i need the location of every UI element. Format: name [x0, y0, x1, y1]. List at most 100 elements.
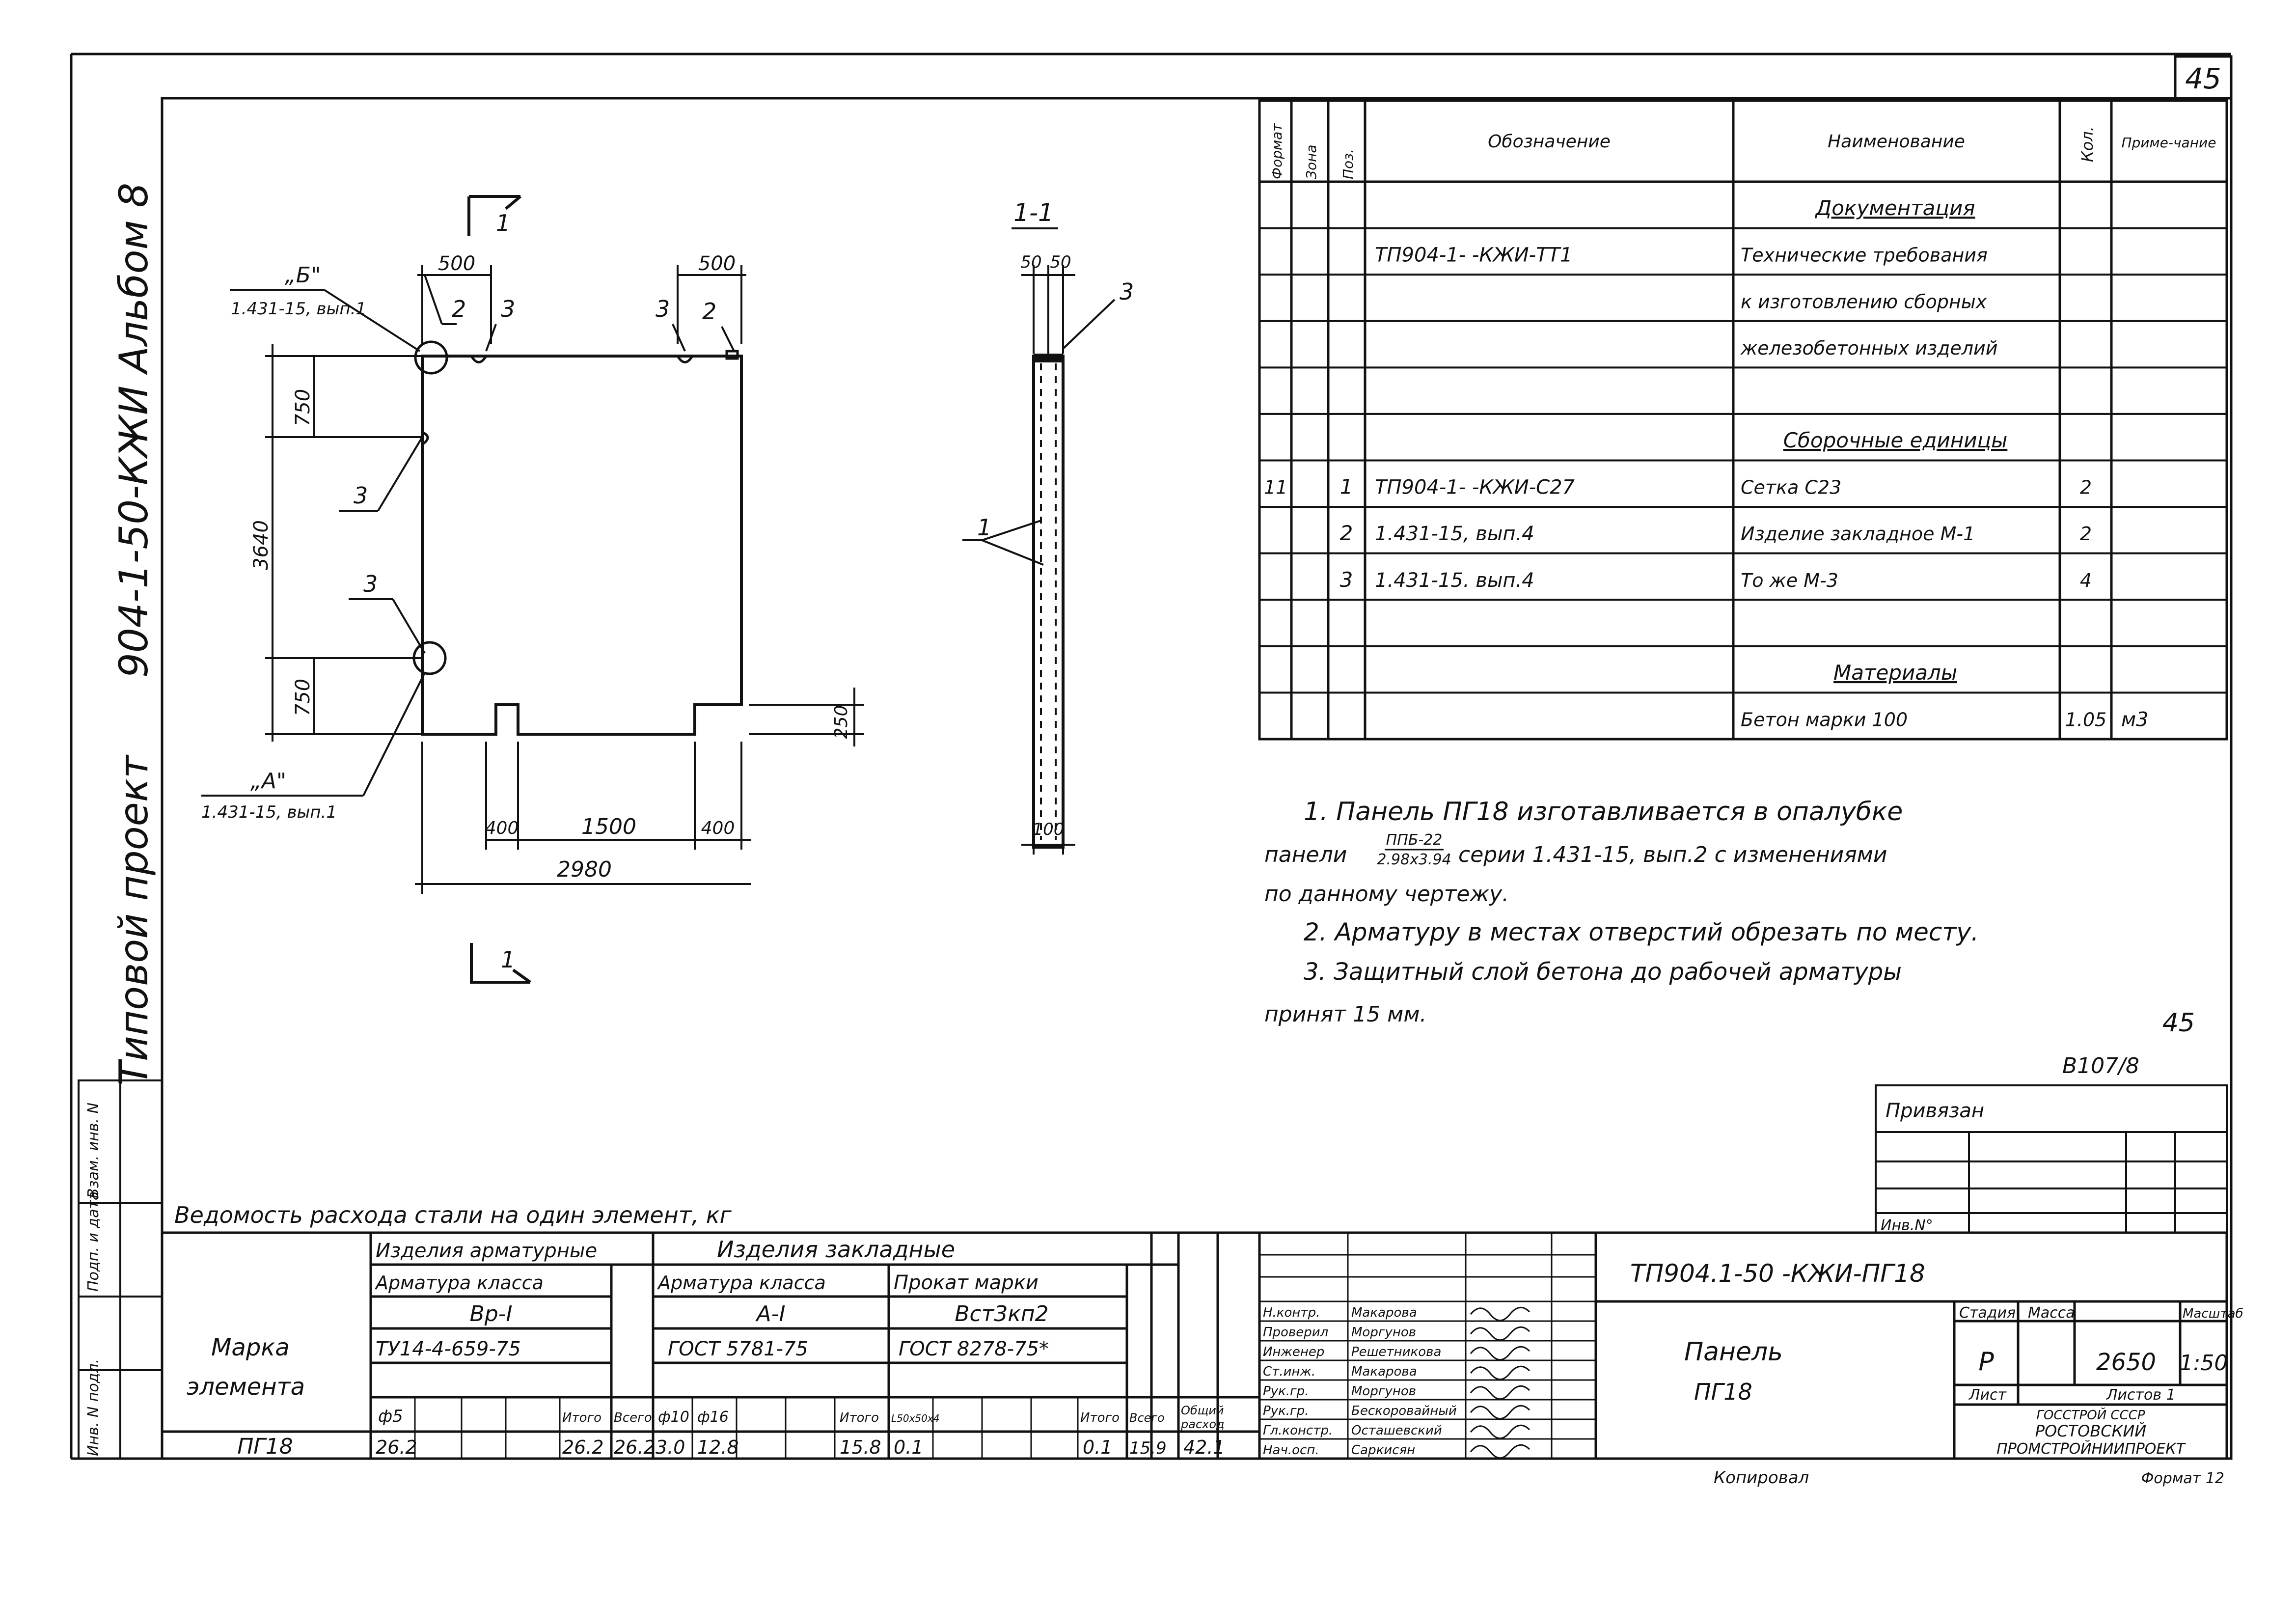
signer-name: Саркисян: [1351, 1443, 1415, 1458]
title-stage-label: Стадия: [1959, 1304, 2016, 1322]
spec-header-name: Наименование: [1828, 132, 1965, 152]
steel-col-total2: Итого: [840, 1410, 879, 1425]
spec-cell-name: Сборочные единицы: [1783, 428, 2008, 452]
signature-scribble: [1470, 1424, 1531, 1439]
spec-header-designation: Обозначение: [1488, 132, 1611, 152]
signature-scribble: [1470, 1385, 1531, 1400]
pos-3-right-top: 3: [656, 296, 670, 322]
steel-rolled-std: ГОСТ 8278-75*: [899, 1338, 1049, 1360]
steel-mark-header-2: элемента: [187, 1373, 305, 1401]
note-line-4: 2. Арматуру в местах отверстий обрезать …: [1304, 918, 1979, 946]
section-title: 1-1: [1013, 198, 1054, 227]
steel-col-all1: Всего: [614, 1410, 652, 1425]
steel-row-mark: ПГ18: [237, 1434, 293, 1459]
steel-v-d5: 26.2: [376, 1436, 417, 1458]
steel-reinf-group: Изделия арматурные: [376, 1240, 597, 1262]
signature-scribble: [1470, 1306, 1531, 1322]
side-col-replace: Взам. инв. N: [85, 1103, 102, 1198]
side-columns: Инв. N подл. Подп. и дата Взам. инв. N: [78, 1079, 163, 1460]
spec-cell-qty: 4: [2080, 570, 2092, 591]
steel-reinf-class: Арматура класса: [374, 1272, 544, 1294]
steel-col-d5: ф5: [378, 1407, 403, 1426]
sec-dim-100: 100: [1033, 820, 1065, 839]
spec-cell-qty: 1.05: [2065, 709, 2107, 731]
signer-role: Нач.осп.: [1263, 1443, 1319, 1458]
signer-name: Моргунов: [1351, 1325, 1416, 1340]
signer-name: Моргунов: [1351, 1384, 1416, 1399]
dim-250: 250: [831, 705, 851, 739]
steel-rolled-value: Вст3кп2: [955, 1301, 1048, 1326]
pos-2-left: 2: [452, 296, 466, 322]
steel-v-d16: 12.8: [697, 1436, 739, 1458]
signer-role: Рук.гр.: [1263, 1404, 1309, 1418]
spec-cell-name: Технические требования: [1741, 245, 1988, 266]
note-line-6: принят 15 мм.: [1264, 1002, 1427, 1027]
signer-role: Инженер: [1263, 1345, 1324, 1359]
leader-lines: [201, 275, 735, 797]
note-fraction-den: 2.98x3.94: [1377, 851, 1451, 868]
steel-rolled: Прокат марки: [894, 1271, 1039, 1294]
signature-scribble: [1470, 1444, 1531, 1459]
side-stamp: Типовой проект 904-1-50-КЖИ Альбом 8: [111, 183, 157, 1085]
dimension-lines: [265, 265, 864, 894]
title-sheets-label: Листов 1: [2106, 1386, 2176, 1404]
spec-cell-designation: ТП904-1- -КЖИ-С27: [1375, 476, 1575, 499]
steel-v-total1: 26.2: [562, 1436, 604, 1458]
steel-col-total1: Итого: [562, 1410, 601, 1425]
dim-2980: 2980: [557, 857, 612, 882]
steel-v-all2: 15.9: [1129, 1438, 1167, 1458]
signer-role: Н.контр.: [1263, 1305, 1320, 1320]
signer-name: Решетникова: [1351, 1345, 1441, 1359]
title-scale: 1:50: [2180, 1351, 2228, 1376]
spec-cell-designation: 1.431-15, вып.4: [1375, 523, 1534, 545]
dim-3640: 3640: [250, 520, 273, 570]
dim-400-left: 400: [485, 818, 519, 838]
dim-1500: 1500: [581, 814, 636, 839]
note-line-2b: серии 1.431-15, вып.2 с изменениями: [1458, 842, 1887, 867]
spec-cell-name: Материалы: [1833, 661, 1957, 685]
bound-label: Привязан: [1886, 1100, 1984, 1122]
spec-cell-name: Сетка С23: [1741, 477, 1841, 498]
spec-cell-name: железобетонных изделий: [1740, 337, 1997, 359]
pos-2-right: 2: [702, 298, 716, 325]
pos-3-side-lower: 3: [363, 571, 378, 597]
note-line-5: 3. Защитный слой бетона до рабочей армат…: [1304, 958, 1902, 986]
page-number: 45: [2185, 62, 2221, 95]
spec-cell-designation: ТП904-1- -КЖИ-ТТ1: [1375, 244, 1572, 267]
steel-v-d10: 3.0: [656, 1436, 685, 1458]
spec-header-format: Формат: [1269, 123, 1285, 179]
pos-3-side-upper: 3: [354, 482, 368, 509]
dim-400-right: 400: [701, 818, 735, 838]
spec-cell-name: Документация: [1814, 196, 1975, 220]
spec-cell-designation: 1.431-15. вып.4: [1375, 569, 1534, 592]
steel-v-general: 42.1: [1183, 1436, 1225, 1458]
note-page-ref: 45: [2162, 1008, 2195, 1038]
sec-pos-3: 3: [1120, 278, 1134, 305]
notes: 1. Панель ПГ18 изготавливается в опалубк…: [1264, 797, 2195, 1078]
panel-plan-view: 1 1 „Б" 1.431-15, вып.1 500 500 2 3 3 2 …: [201, 195, 864, 984]
title-doc-code: ТП904.1-50 -КЖИ-ПГ18: [1630, 1259, 1925, 1288]
section-mark-bottom: 1: [501, 946, 515, 973]
title-mass: 2650: [2096, 1349, 2156, 1376]
spec-header-note: Приме-чание: [2122, 135, 2216, 151]
spec-cell-qty: 2: [2080, 523, 2092, 545]
label-b: „Б": [285, 263, 321, 288]
signer-role: Проверил: [1263, 1325, 1328, 1340]
spec-cell-format: 11: [1264, 477, 1287, 498]
title-org-2: РОСТОВСКИЙ: [2035, 1422, 2147, 1440]
spec-cell-pos: 2: [1340, 521, 1353, 545]
steel-col-all2: Всего: [1129, 1411, 1165, 1425]
steel-col-d16: ф16: [697, 1409, 729, 1426]
bound-box: Привязан Инв.N°: [1875, 1084, 2228, 1234]
spec-cell-pos: 1: [1340, 475, 1353, 499]
steel-mark-header-1: Марка: [211, 1334, 290, 1361]
side-stamp-project: Типовой проект: [111, 754, 157, 1085]
signature-scribble: [1470, 1405, 1531, 1420]
spec-cell-note: м3: [2121, 709, 2149, 731]
spec-header-qty: Кол.: [2078, 126, 2097, 162]
copied-by: Копировал: [1714, 1468, 1809, 1488]
note-line-2a: панели: [1264, 842, 1347, 867]
sec-pos-1: 1: [977, 514, 991, 541]
